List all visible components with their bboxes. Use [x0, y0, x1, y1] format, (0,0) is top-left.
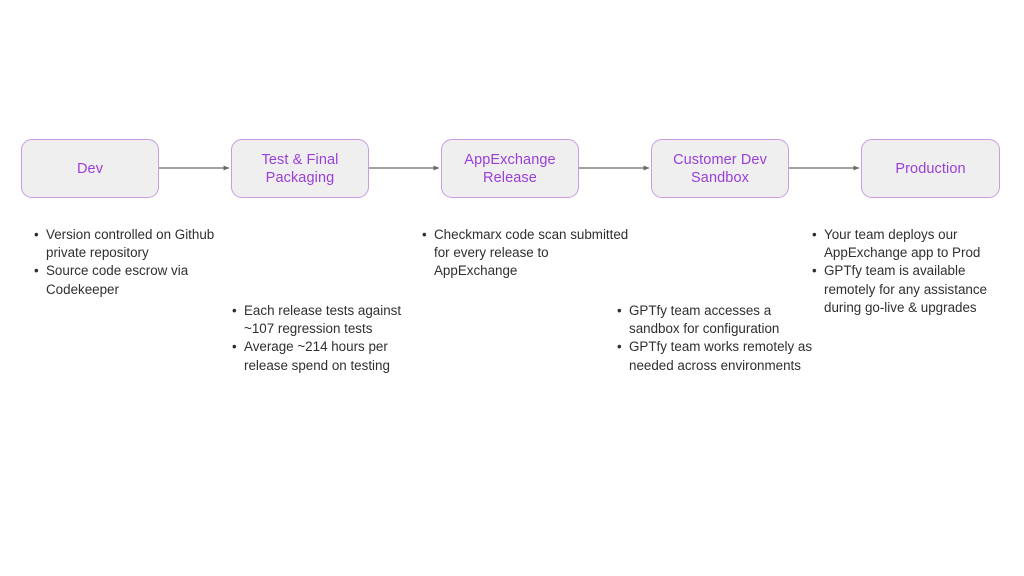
- stage-label-test-final-packaging: Test & Final Packaging: [261, 151, 339, 186]
- note-list-appexchange-release: Checkmarx code scan submitted for every …: [421, 226, 631, 281]
- note-bullet: Your team deploys our AppExchange app to…: [811, 226, 1011, 262]
- note-bullet: GPTfy team is available remotely for any…: [811, 262, 1011, 317]
- note-bullet: GPTfy team works remotely as needed acro…: [616, 338, 816, 374]
- notes-customer-dev-sandbox: GPTfy team accesses a sandbox for config…: [616, 302, 816, 375]
- note-bullet: Version controlled on Github private rep…: [33, 226, 243, 262]
- notes-production: Your team deploys our AppExchange app to…: [811, 226, 1011, 317]
- stage-label-appexchange-release: AppExchange Release: [464, 151, 556, 186]
- stage-label-customer-dev-sandbox: Customer Dev Sandbox: [673, 151, 767, 186]
- note-list-test-final-packaging: Each release tests against ~107 regressi…: [231, 302, 431, 375]
- stage-box-appexchange-release[interactable]: AppExchange Release: [441, 139, 579, 198]
- stage-box-customer-dev-sandbox[interactable]: Customer Dev Sandbox: [651, 139, 789, 198]
- stage-box-dev[interactable]: Dev: [21, 139, 159, 198]
- stage-label-dev: Dev: [76, 160, 104, 177]
- note-bullet: Source code escrow via Codekeeper: [33, 262, 243, 298]
- stage-box-production[interactable]: Production: [861, 139, 1000, 198]
- note-bullet: Checkmarx code scan submitted for every …: [421, 226, 631, 281]
- notes-test-final-packaging: Each release tests against ~107 regressi…: [231, 302, 431, 375]
- stage-box-test-final-packaging[interactable]: Test & Final Packaging: [231, 139, 369, 198]
- note-bullet: GPTfy team accesses a sandbox for config…: [616, 302, 816, 338]
- note-bullet: Average ~214 hours per release spend on …: [231, 338, 431, 374]
- notes-appexchange-release: Checkmarx code scan submitted for every …: [421, 226, 631, 281]
- note-bullet: Each release tests against ~107 regressi…: [231, 302, 431, 338]
- note-list-dev: Version controlled on Github private rep…: [33, 226, 243, 299]
- notes-dev: Version controlled on Github private rep…: [33, 226, 243, 299]
- stage-label-production: Production: [895, 160, 966, 177]
- note-list-customer-dev-sandbox: GPTfy team accesses a sandbox for config…: [616, 302, 816, 375]
- note-list-production: Your team deploys our AppExchange app to…: [811, 226, 1011, 317]
